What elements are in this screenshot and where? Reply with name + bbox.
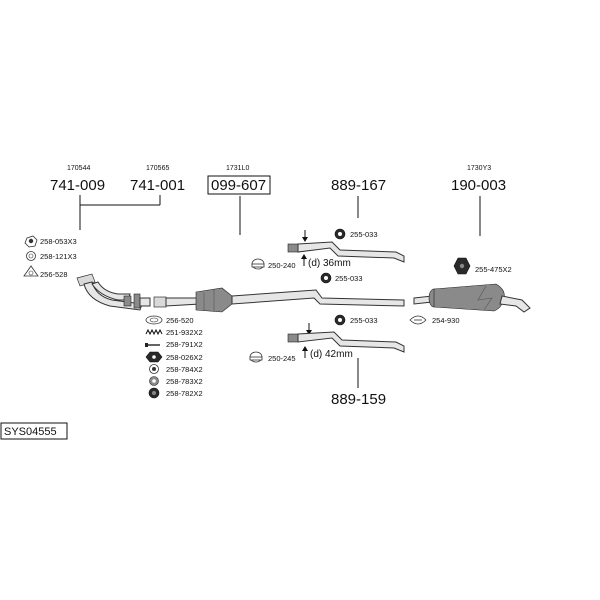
small-part-label-4: 258-026X2 — [166, 353, 203, 362]
small-part-label-3: 258-791X2 — [166, 340, 203, 349]
part-number-1[interactable]: 741-009 — [50, 177, 105, 194]
highlight-box — [207, 175, 271, 195]
accessory-label-2: 258-121X3 — [40, 252, 77, 261]
gasket-icon-2 — [320, 272, 332, 284]
arrow-head-icon-2 — [306, 330, 312, 335]
catalyst-pipe — [153, 287, 405, 313]
gasket-icon-3 — [334, 314, 346, 326]
small-part-label-7: 258-782X2 — [166, 389, 203, 398]
part-number-3[interactable]: 099-607 — [211, 177, 266, 194]
muffler-clamp-label: 254-930 — [432, 316, 460, 325]
small-part-label-6: 258-783X2 — [166, 377, 203, 386]
part-number-6[interactable]: 889-159 — [331, 391, 386, 408]
nut-ring-icon — [149, 364, 159, 374]
washer-ring-icon — [149, 376, 159, 386]
rear-muffler — [413, 283, 531, 313]
arrow-head-icon — [302, 237, 308, 242]
spring-icon — [145, 328, 163, 336]
arrow-up-head-icon-2 — [302, 346, 308, 351]
lower-pipe — [287, 331, 405, 353]
lower-diameter-label: (d) 42mm — [310, 349, 353, 360]
rubber-mount-icon — [148, 387, 160, 399]
accessory-label-3: 256-528 — [40, 270, 68, 279]
nut-icon — [24, 235, 38, 248]
hex-nut-icon — [145, 351, 163, 363]
upper-gasket-bottom-label: 255-033 — [335, 274, 363, 283]
ref-label-5: 1730Y3 — [467, 165, 491, 172]
ref-label-3: 1731L0 — [226, 165, 249, 172]
lower-gasket-label: 255-033 — [350, 316, 378, 325]
gasket-icon — [334, 228, 346, 240]
part-number-4[interactable]: 889-167 — [331, 177, 386, 194]
flange-gasket-icon — [23, 265, 39, 277]
front-pipe — [76, 273, 151, 311]
upper-clamp-label: 250-240 — [268, 261, 296, 270]
system-code: SYS04555 — [4, 426, 57, 438]
hanger-icon — [453, 257, 471, 275]
band-clamp-icon — [409, 315, 427, 325]
part-number-2[interactable]: 741-001 — [130, 177, 185, 194]
u-clamp-icon — [251, 258, 265, 270]
arrow-up-head-icon — [301, 254, 307, 259]
part-number-5[interactable]: 190-003 — [451, 177, 506, 194]
ref-label-1: 170544 — [67, 165, 90, 172]
small-part-label-5: 258-784X2 — [166, 365, 203, 374]
u-clamp-icon-2 — [249, 351, 263, 363]
upper-pipe — [287, 241, 405, 263]
clamp-ring-icon — [145, 315, 163, 325]
bolt-icon — [145, 343, 160, 347]
upper-gasket-top-label: 255-033 — [350, 230, 378, 239]
lower-clamp-label: 250-245 — [268, 354, 296, 363]
accessory-label-1: 258-053X3 — [40, 237, 77, 246]
washer-icon — [26, 251, 36, 261]
ref-label-2: 170565 — [146, 165, 169, 172]
system-code-box — [0, 422, 68, 440]
upper-diameter-label: (d) 36mm — [308, 258, 351, 269]
small-part-label-1: 256-520 — [166, 316, 194, 325]
muffler-hanger-label: 255-475X2 — [475, 265, 512, 274]
small-part-label-2: 251-932X2 — [166, 328, 203, 337]
